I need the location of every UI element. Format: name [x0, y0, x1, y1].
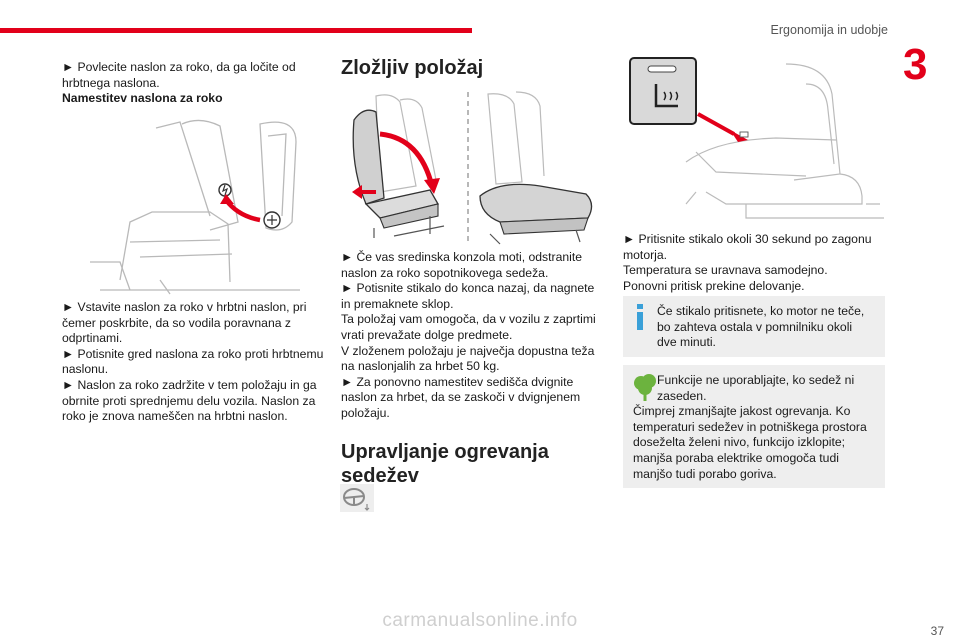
eco-box-first: Funkcije ne uporabljajte, ko sedež ni za… — [657, 373, 855, 403]
column-1-steps: ► Vstavite naslon za roko v hrbtni naslo… — [62, 300, 324, 425]
heater-p3: Ponovni pritisk prekine delovanje. — [623, 278, 805, 293]
column-2-body: ► Če vas sredinska konzola moti, odstran… — [341, 250, 598, 488]
intro-text: ► Povlecite naslon za roko, da ga ločite… — [62, 60, 296, 90]
heater-p1: ► Pritisnite stikalo okoli 30 sekund po … — [623, 232, 872, 262]
eco-box: Funkcije ne uporabljajte, ko sedež ni za… — [623, 365, 885, 488]
steering-wheel-icon — [340, 484, 374, 512]
eco-box-rest: Čimprej zmanjšajte jakost ogrevanja. Ko … — [633, 404, 867, 481]
section-title-folding: Zložljiv položaj — [341, 57, 484, 79]
column-3-body: ► Pritisnite stikalo okoli 30 sekund po … — [623, 232, 885, 294]
chapter-number: 3 — [903, 40, 928, 89]
column-1: ► Povlecite naslon za roko, da ga ločite… — [62, 60, 324, 107]
page-number: 37 — [930, 624, 944, 638]
info-box-text: Če stikalo pritisnete, ko motor ne teče,… — [657, 304, 865, 350]
page-header-title: Ergonomija in udobje — [770, 23, 888, 37]
subheading: Namestitev naslona za roko — [62, 91, 223, 106]
step-2: ► Potisnite gred naslona za roko proti h… — [62, 346, 324, 377]
eco-leaf-icon — [634, 374, 656, 401]
seat-heater-illustration — [629, 57, 884, 219]
folding-p1: ► Če vas sredinska konzola moti, odstran… — [341, 250, 583, 280]
folding-seat-illustration — [352, 91, 593, 245]
step-1: ► Vstavite naslon za roko v hrbtni naslo… — [62, 300, 307, 346]
folding-p4: V zloženem položaju je največja dopustna… — [341, 343, 595, 374]
section-title-seat-heating: Upravljanje ogrevanja sedežev — [341, 440, 549, 487]
step-3: ► Naslon za roko zadržite v tem položaju… — [62, 377, 317, 424]
folding-p2: ► Potisnite stikalo do konca nazaj, da n… — [341, 281, 595, 311]
folding-p5: ► Za ponovno namestitev sedišča dvignite… — [341, 374, 581, 420]
column-2-title: Zložljiv položaj — [341, 56, 596, 80]
heater-p2: Temperatura se uravnava samodejno. — [623, 263, 828, 278]
header-accent-bar — [0, 28, 472, 33]
info-box: Če stikalo pritisnete, ko motor ne teče,… — [623, 296, 885, 357]
folding-p3: Ta položaj vam omogoča, da v vozilu z za… — [341, 312, 596, 342]
armrest-illustration — [90, 119, 300, 295]
watermark: carmanualsonline.info — [382, 610, 578, 631]
info-icon — [637, 304, 643, 330]
